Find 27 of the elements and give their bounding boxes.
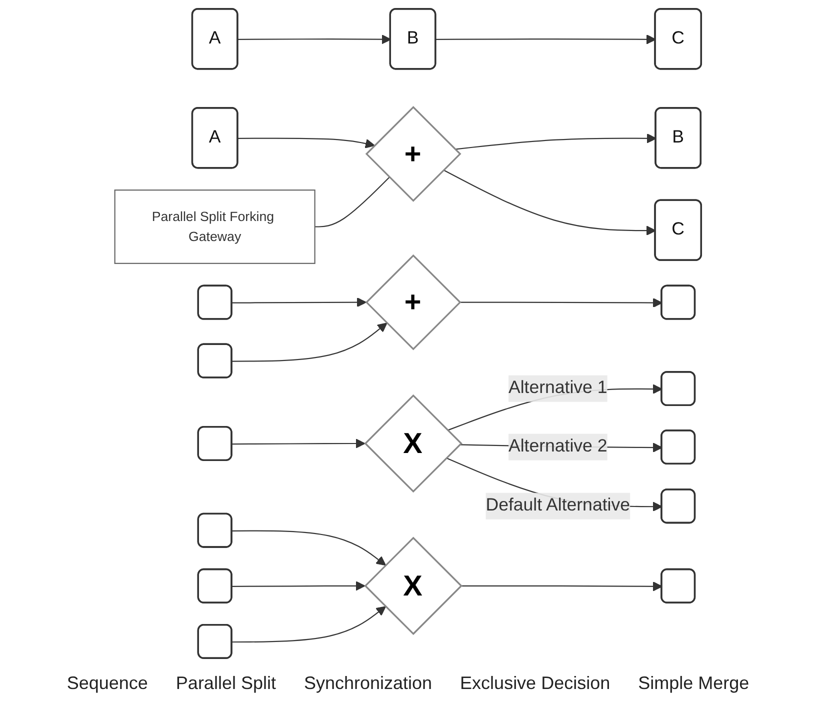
node-diamond: + [365, 106, 462, 202]
node-diamond: X [364, 394, 462, 493]
edge-label: Alternative 2 [508, 437, 608, 456]
arrow [232, 438, 366, 448]
arrow [238, 138, 375, 148]
arrow [460, 582, 662, 592]
arrow [436, 34, 656, 44]
node-diamond: + [365, 254, 462, 350]
node-box: Parallel Split Forking Gateway [114, 190, 316, 264]
pattern-caption: Sequence [66, 673, 148, 694]
pattern-caption: Synchronization [304, 673, 432, 694]
arrow [232, 297, 366, 308]
arrow [232, 530, 386, 566]
arrow [238, 34, 392, 44]
edge-label: Alternative 1 [508, 378, 608, 398]
pattern-caption: Parallel Split [176, 673, 276, 694]
edge-label: Default Alternative [486, 496, 630, 515]
node-diamond: X [364, 536, 462, 636]
arrow [454, 133, 656, 150]
pattern-caption: Simple Merge [638, 673, 750, 694]
connector [314, 176, 390, 228]
pattern-caption: Exclusive Decision [460, 673, 610, 694]
arrow [232, 581, 366, 591]
arrow [232, 606, 386, 643]
arrow [460, 298, 662, 308]
arrow [232, 322, 388, 362]
arrow [443, 170, 656, 236]
